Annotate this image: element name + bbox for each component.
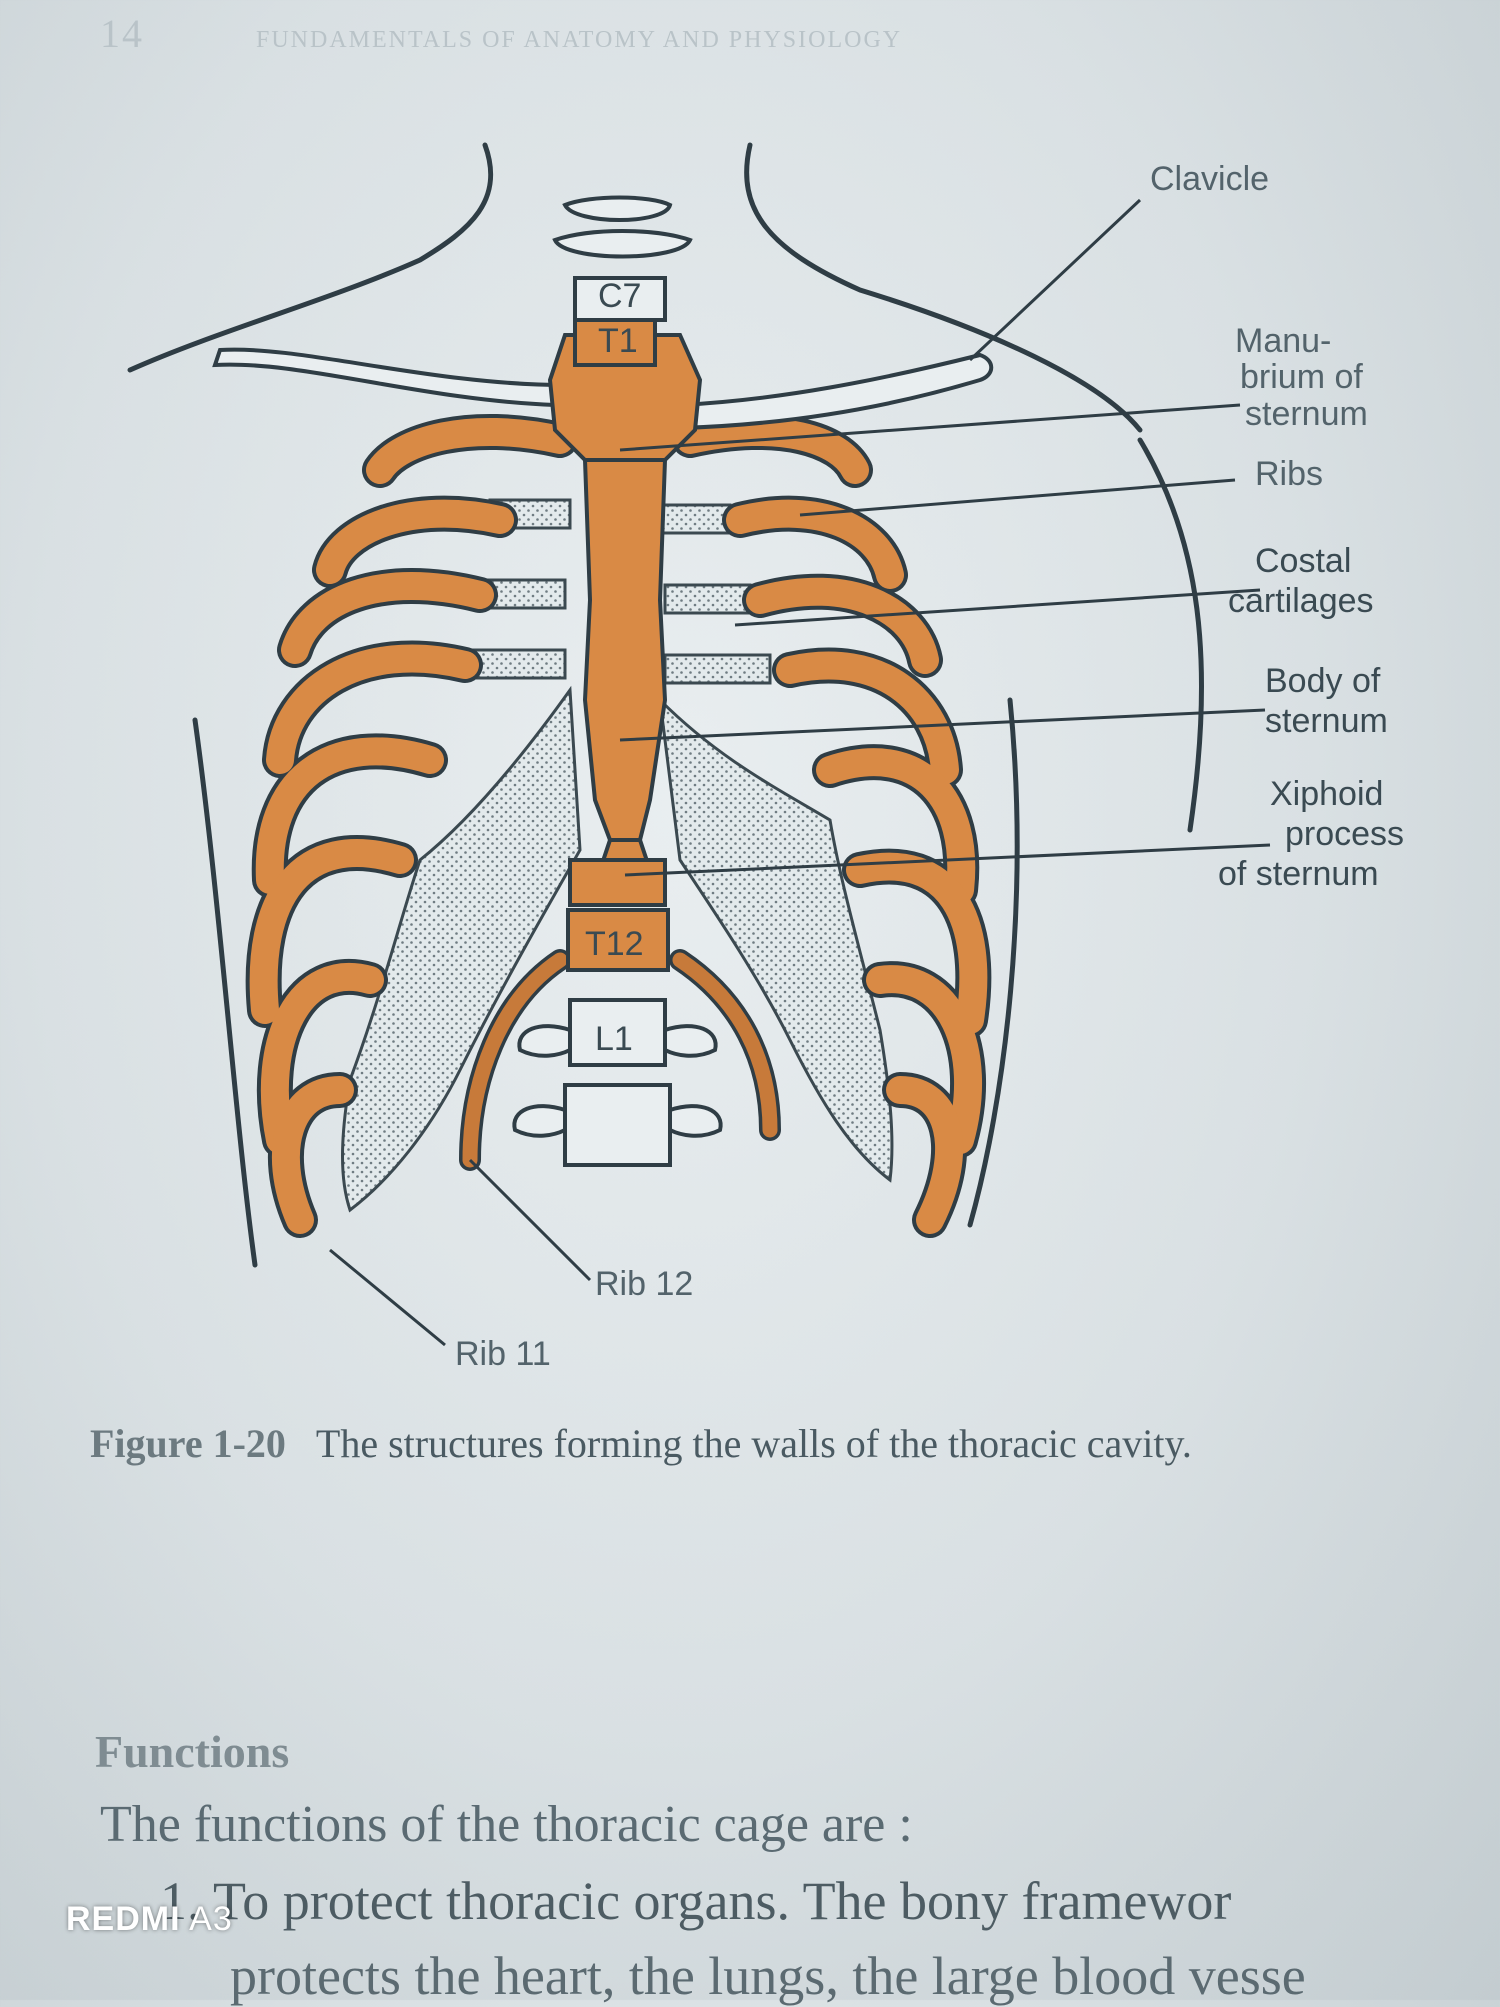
xiphoid-label-line3: of sternum	[1218, 855, 1379, 893]
body-outline	[127, 142, 1205, 1268]
list-item-1: 1. To protect thoracic organs. The bony …	[160, 1871, 1232, 1931]
manubrium-label-line2: brium of	[1240, 358, 1363, 396]
camera-watermark: REDMI A3	[66, 1900, 233, 1939]
rib-12	[459, 949, 781, 1171]
figure-number: Figure 1-20	[90, 1421, 286, 1466]
t12-label: T12	[585, 925, 644, 963]
costal-cartilages-label-line1: Costal	[1255, 542, 1351, 580]
leader-lines	[329, 198, 1271, 1347]
ribs-label: Ribs	[1255, 455, 1323, 493]
section-intro: The functions of the thoracic cage are :	[100, 1796, 913, 1853]
watermark-model: A3	[189, 1900, 233, 1938]
c7-label: C7	[598, 277, 641, 315]
page-header: 14 FUNDAMENTALS OF ANATOMY AND PHYSIOLOG…	[100, 10, 902, 57]
vertebral-column	[512, 195, 723, 1167]
ribs-left-fill	[249, 417, 574, 1234]
thoracic-cage-figure: C7 T1 T12 L1 Clavicle Manu- brium of ste…	[127, 142, 1404, 1373]
t1-label: T1	[598, 322, 638, 360]
rib-11-label: Rib 11	[455, 1335, 551, 1373]
clavicle-label: Clavicle	[1150, 160, 1269, 198]
figure-caption-text: The structures forming the walls of the …	[315, 1421, 1192, 1466]
manubrium-label-line1: Manu-	[1235, 322, 1331, 360]
figure-caption: Figure 1-20 The structures forming the wa…	[90, 1420, 1470, 1467]
body-of-sternum-label-line2: sternum	[1265, 702, 1388, 740]
list-item-1-continued: protects the heart, the lungs, the large…	[230, 1946, 1306, 2006]
costal-cartilages-label-line2: cartilages	[1228, 582, 1374, 620]
running-title: FUNDAMENTALS OF ANATOMY AND PHYSIOLOGY	[256, 27, 903, 53]
body-of-sternum-label-line1: Body of	[1265, 662, 1381, 700]
section-title: Functions	[95, 1726, 290, 1777]
xiphoid-label-line1: Xiphoid	[1270, 775, 1383, 813]
manubrium-label-line3: sternum	[1245, 395, 1368, 433]
watermark-brand: REDMI	[66, 1900, 181, 1938]
costal-cartilages	[341, 498, 894, 1213]
page-number: 14	[100, 11, 144, 56]
rib-12-label: Rib 12	[595, 1265, 693, 1303]
l1-label: L1	[595, 1020, 633, 1058]
xiphoid-label-line2: process	[1285, 815, 1404, 853]
